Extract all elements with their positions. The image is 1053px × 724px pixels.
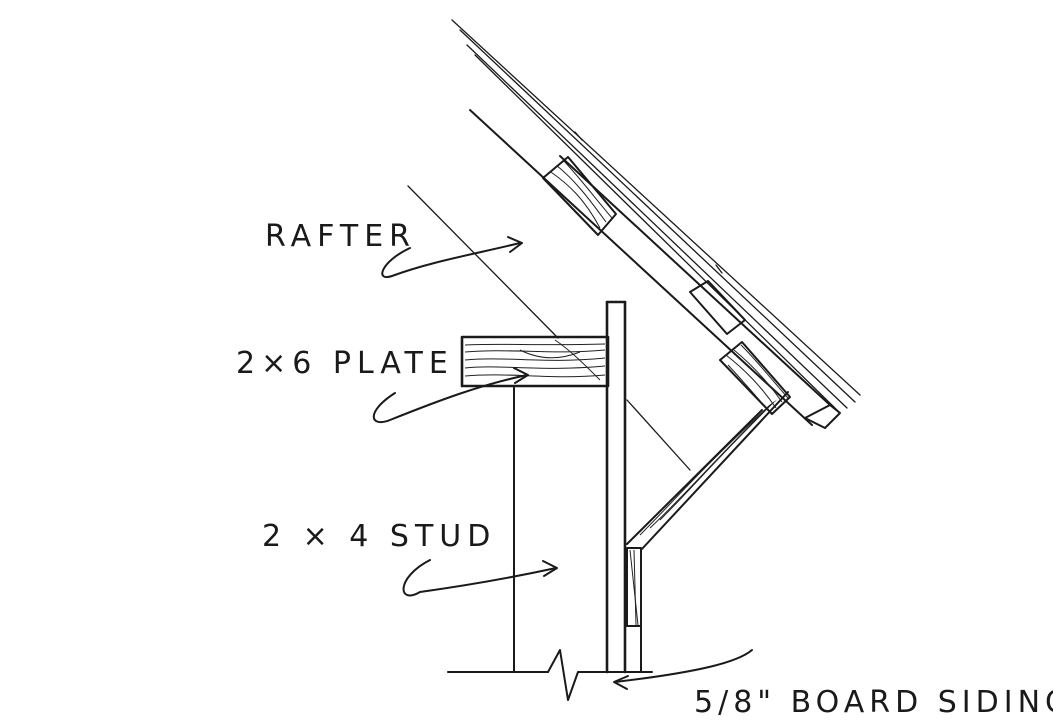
plate-label: 2×6 PLATE xyxy=(236,346,454,381)
plate-leader xyxy=(372,367,529,424)
rafter-leader xyxy=(381,236,523,279)
stud-label: 2 × 4 STUD xyxy=(262,519,496,554)
ceiling-line xyxy=(407,185,559,339)
rafter-block-lower xyxy=(689,280,791,415)
roof-sheathing xyxy=(451,19,861,414)
rafter-block-upper xyxy=(542,156,617,236)
ground-line xyxy=(447,649,653,701)
top-plate xyxy=(460,335,610,388)
siding-leader xyxy=(613,649,753,690)
stud-wall xyxy=(513,300,642,674)
rafter-label: RAFTER xyxy=(265,219,416,254)
knee-brace xyxy=(626,391,789,551)
siding-label: 5/8" BOARD SIDING xyxy=(694,685,1053,720)
stud-leader xyxy=(402,559,558,597)
rafter xyxy=(469,109,841,429)
